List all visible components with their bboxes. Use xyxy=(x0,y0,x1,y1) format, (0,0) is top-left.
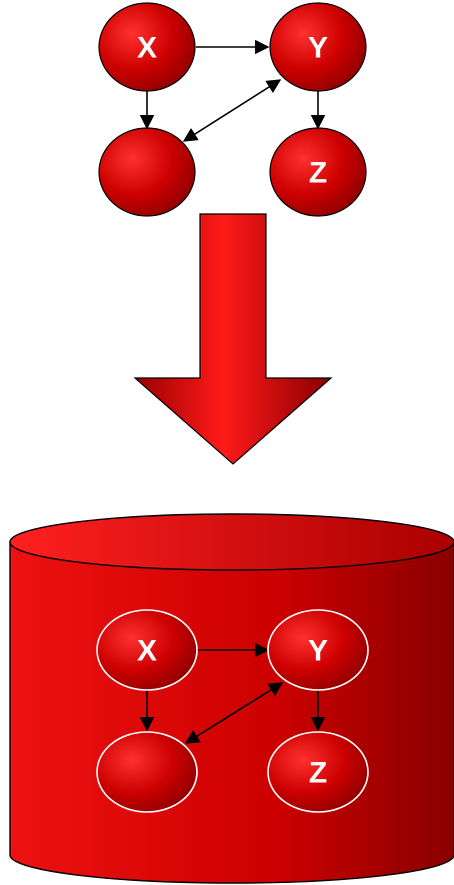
top-node-unlabeled xyxy=(98,127,196,217)
db-edge-y-u-bidirected xyxy=(184,682,284,744)
top-node-z: Z xyxy=(269,127,367,217)
db-node-y: Y xyxy=(267,609,369,691)
db-node-z-label: Z xyxy=(309,757,327,790)
db-node-x: X xyxy=(96,609,198,691)
db-node-unlabeled xyxy=(96,731,198,813)
database-graph: X Y Z xyxy=(96,609,369,813)
db-node-z: Z xyxy=(267,731,369,813)
db-node-y-label: Y xyxy=(308,635,328,668)
top-edge-y-u-bidirected xyxy=(182,79,282,142)
top-node-x-label: X xyxy=(137,32,157,65)
top-graph: X Y Z xyxy=(98,2,367,217)
top-node-y: Y xyxy=(269,2,367,92)
down-arrow-icon xyxy=(133,213,333,465)
top-node-x: X xyxy=(98,2,196,92)
db-node-x-label: X xyxy=(137,635,157,668)
top-node-y-label: Y xyxy=(308,32,328,65)
top-node-z-label: Z xyxy=(309,157,327,190)
database-cylinder-icon xyxy=(9,513,454,884)
